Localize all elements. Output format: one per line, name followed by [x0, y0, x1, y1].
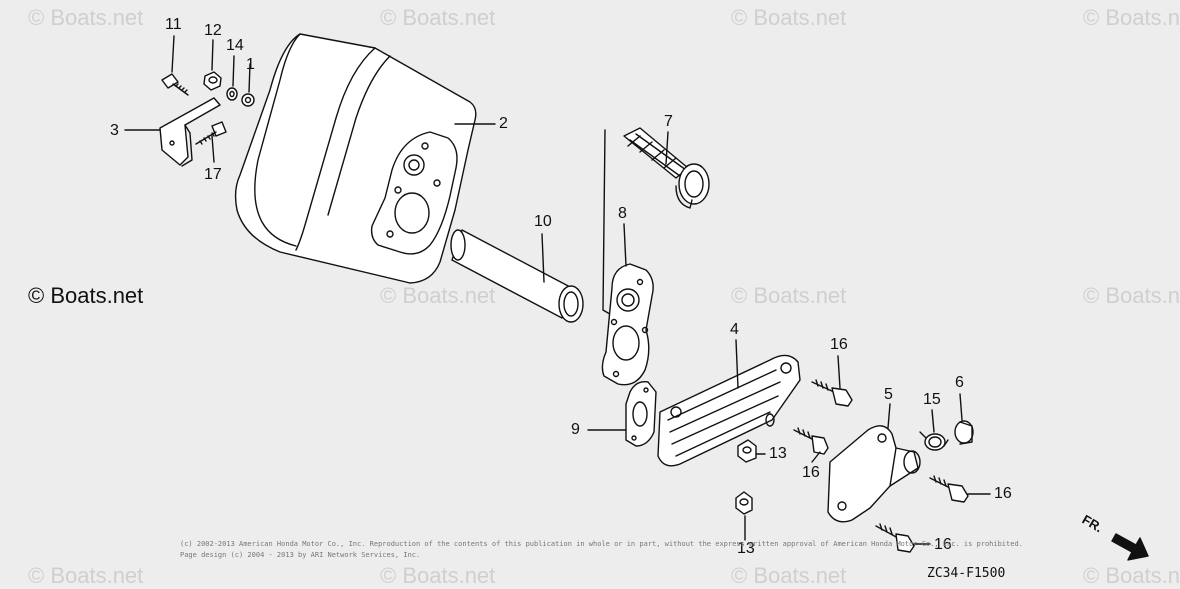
watermark-text: © Boats.net: [1083, 5, 1180, 30]
bolt-16-lower[interactable]: [875, 523, 915, 553]
bolt-16-upper[interactable]: [811, 379, 853, 407]
bolt-17[interactable]: [195, 121, 227, 145]
exhaust-pipe[interactable]: [450, 229, 584, 323]
clamp-15[interactable]: [919, 431, 949, 451]
callout-13: 13: [737, 540, 755, 557]
callout-10: 10: [534, 213, 552, 230]
watermark-text: © Boats.net: [731, 283, 847, 308]
callout-17: 17: [204, 166, 222, 183]
muffler-bracket[interactable]: [159, 97, 221, 167]
callout-13: 13: [769, 445, 787, 462]
spark-arrester[interactable]: [623, 127, 710, 209]
gasket-8[interactable]: [601, 263, 654, 386]
callout-15: 15: [923, 391, 941, 408]
watermark-text: © Boats.net: [731, 563, 847, 588]
callout-14: 14: [226, 37, 244, 54]
watermark-text: © Boats.net: [28, 5, 144, 30]
copyright-line: Page design (c) 2004 - 2013 by ARI Netwo…: [180, 551, 421, 559]
callout-11: 11: [165, 16, 182, 33]
copyright-line: (c) 2002-2013 American Honda Motor Co., …: [180, 540, 1023, 548]
callout-1: 1: [246, 56, 255, 73]
bolt-16-right[interactable]: [929, 475, 969, 503]
callout-7: 7: [664, 113, 673, 130]
callout-4: 4: [730, 321, 739, 338]
washer-1[interactable]: [241, 93, 255, 107]
bolt-16-middle[interactable]: [793, 427, 829, 455]
collar-6[interactable]: [954, 420, 974, 445]
callout-8: 8: [618, 205, 627, 222]
callout-16: 16: [830, 336, 848, 353]
watermark-text: © Boats.net: [380, 283, 496, 308]
callout-6: 6: [955, 374, 964, 391]
callout-16: 16: [994, 485, 1012, 502]
callout-3: 3: [110, 122, 119, 139]
callout-9: 9: [571, 421, 580, 438]
diagram-code: ZC34-F1500: [927, 566, 1006, 581]
callout-12: 12: [204, 22, 222, 39]
muffler-part[interactable]: [234, 33, 477, 284]
watermark-text: © Boats.net: [380, 5, 496, 30]
exhaust-joint[interactable]: [827, 425, 921, 523]
exhaust-pipe-cover[interactable]: [657, 354, 801, 467]
watermark-text: © Boats.net: [28, 563, 144, 588]
callout-2: 2: [499, 115, 508, 132]
nut-13-upper[interactable]: [737, 439, 757, 463]
watermark-text: © Boats.net: [380, 563, 496, 588]
callout-16: 16: [802, 464, 820, 481]
nut-12[interactable]: [203, 71, 222, 91]
watermark-text: © Boats.net: [1083, 283, 1180, 308]
washer-14[interactable]: [226, 87, 238, 101]
watermark-text: © Boats.net: [1083, 563, 1180, 588]
watermark-text-primary: © Boats.net: [28, 283, 144, 308]
gasket-9[interactable]: [625, 381, 657, 447]
copyright-notice: (c) 2002-2013 American Honda Motor Co., …: [180, 539, 1023, 561]
callout-5: 5: [884, 386, 893, 403]
front-direction-arrow: [1111, 533, 1149, 561]
bolt-11[interactable]: [161, 73, 189, 96]
nut-13-lower[interactable]: [735, 491, 753, 515]
watermark-text: © Boats.net: [731, 5, 847, 30]
callout-16: 16: [934, 536, 952, 553]
